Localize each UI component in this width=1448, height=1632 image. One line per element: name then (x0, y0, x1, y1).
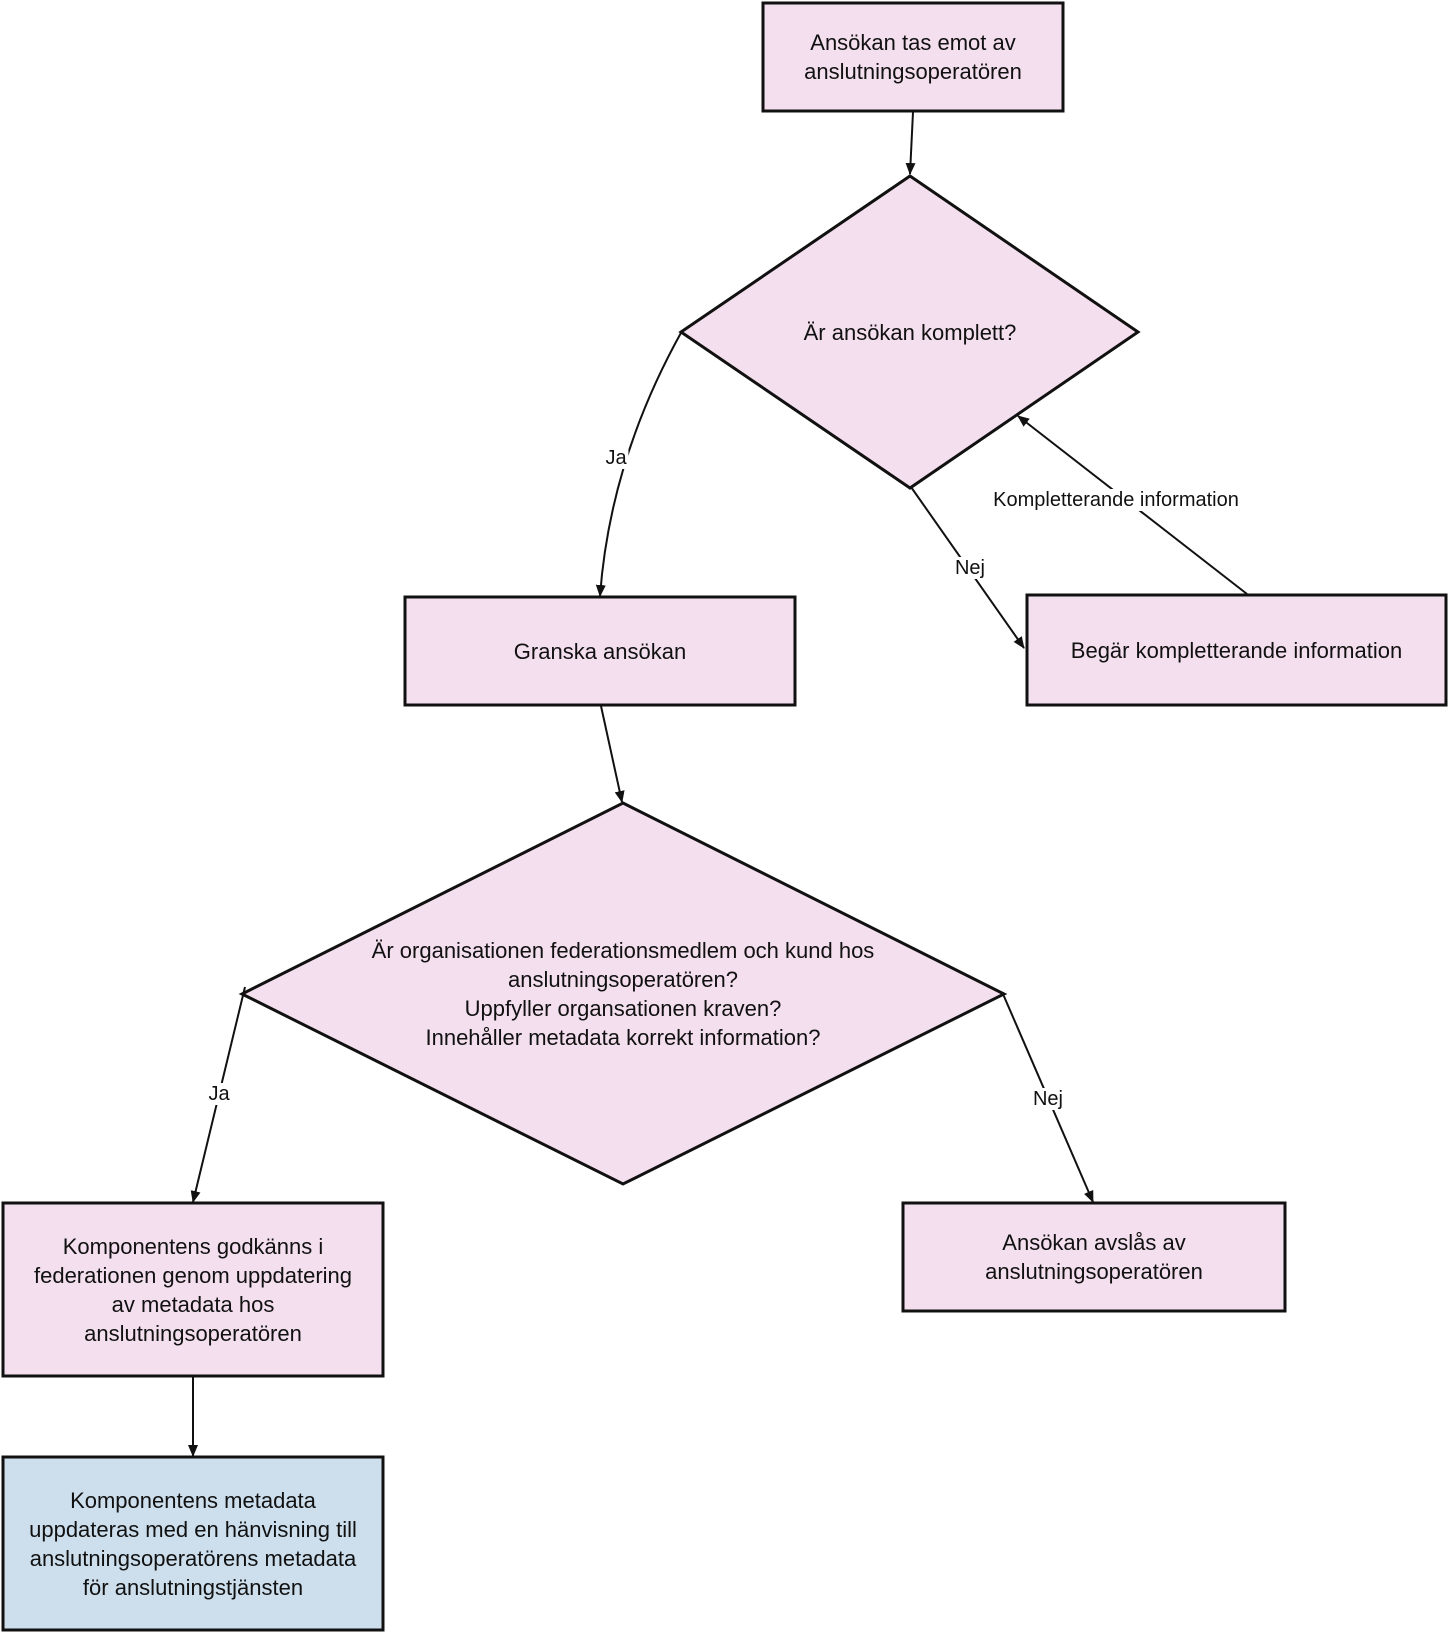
edge-label-complete-yes: Ja (603, 447, 629, 469)
node-approved (1, 1201, 385, 1378)
edge-review-to-criteria (600, 705, 625, 803)
node-review (403, 595, 797, 707)
node-criteria-question (238, 801, 1008, 1186)
edge-received-to-question (905, 111, 916, 175)
node-rejected (901, 1201, 1287, 1313)
node-metadata-updated (1, 1455, 385, 1632)
node-complete-question (678, 174, 1141, 490)
edge-label-criteria-no: Nej (1030, 1088, 1066, 1110)
node-request-info (1025, 593, 1448, 707)
edge-label-criteria-yes: Ja (206, 1083, 232, 1105)
node-received (761, 1, 1065, 113)
edge-label-complete-no: Nej (952, 557, 988, 579)
edge-label-supplementary-info: Kompletterande information (991, 489, 1241, 511)
